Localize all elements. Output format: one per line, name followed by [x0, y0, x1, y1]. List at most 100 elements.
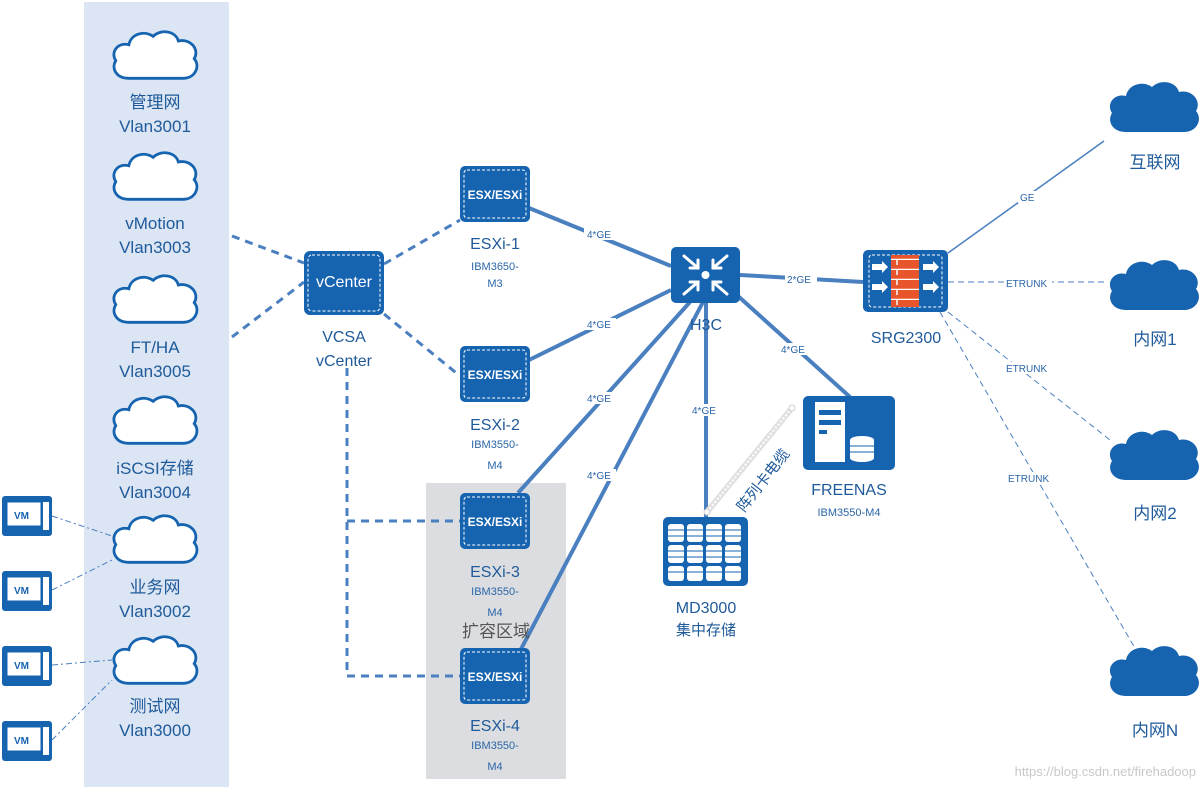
- storage-array-icon: [663, 517, 748, 586]
- vlan-item: vMotion Vlan3003: [112, 151, 199, 257]
- vm-icon: VM: [2, 571, 52, 611]
- vlan-item: 管理网 Vlan3001: [112, 30, 199, 136]
- vlan-name: 测试网: [130, 697, 181, 716]
- esxi-name: ESXi-3: [470, 564, 520, 581]
- link-vcenter-esxi1: [383, 218, 461, 266]
- link-labels: 4*GE 4*GE 4*GE 4*GE 2*GE 4*GE 4*GE GE ET…: [584, 191, 1054, 485]
- freenas-node: FREENAS IBM3550-M4: [803, 396, 895, 519]
- esxi-model-2: M4: [487, 460, 502, 472]
- esxi-model-2: M4: [487, 761, 502, 773]
- link-fw-lan2: [947, 311, 1111, 441]
- esxi-icon-label: ESX/ESXi: [468, 368, 523, 382]
- esxi-model-1: IBM3550-: [471, 740, 519, 752]
- external-network-lan1: 内网1: [1109, 260, 1199, 349]
- array-cable-label: 阵列卡电缆: [734, 446, 794, 516]
- esxi-model-2: M4: [487, 607, 502, 619]
- vlan-list: 管理网 Vlan3001 vMotion Vlan3003 FT/HA Vlan…: [112, 30, 199, 740]
- vcenter-label-2: vCenter: [316, 353, 373, 370]
- link-label-esxi4: 4*GE: [587, 471, 611, 482]
- esxi-node-2: ESX/ESXi ESXi-2 IBM3550- M4: [460, 346, 530, 472]
- esxi-model-1: IBM3550-: [471, 439, 519, 451]
- vlan-name: FT/HA: [130, 338, 180, 357]
- vlan-item: iSCSI存储 Vlan3004: [112, 395, 199, 502]
- vm-list: VM VM VM VM: [2, 496, 52, 761]
- esxi-server-icon: [460, 346, 530, 402]
- link-vlan-vcenter-2: [231, 280, 305, 339]
- link-label-fw-lann: ETRUNK: [1008, 474, 1049, 485]
- cloud-filled-icon: [1109, 82, 1199, 132]
- link-vm1-vlan: [51, 515, 113, 537]
- link-vlan-vcenter-1: [231, 234, 305, 265]
- vm-icon: VM: [2, 721, 52, 761]
- vcenter-icon-label: vCenter: [316, 274, 373, 291]
- link-label-fw-lan1: ETRUNK: [1006, 279, 1047, 290]
- esxi-name: ESXi-1: [470, 236, 520, 253]
- link-vm3-vlan: [51, 659, 113, 666]
- vlan-item: 测试网 Vlan3000: [112, 635, 199, 740]
- esxi-server-icon: [460, 166, 530, 222]
- vcenter-node: vCenter VCSA vCenter: [304, 251, 384, 370]
- array-cable: 阵列卡电缆: [703, 404, 796, 516]
- esxi-server-icon: [460, 648, 530, 704]
- vlan-id: Vlan3002: [119, 602, 191, 621]
- firewall-label: SRG2300: [871, 330, 941, 347]
- vlan-id: Vlan3003: [119, 238, 191, 257]
- vm-label: VM: [14, 661, 29, 672]
- watermark: https://blog.csdn.net/firehadoop: [1015, 764, 1196, 779]
- storage-label: MD3000: [676, 600, 737, 617]
- vm-label: VM: [14, 736, 29, 747]
- vlan-name: iSCSI存储: [116, 459, 193, 478]
- external-network-label: 互联网: [1130, 153, 1181, 172]
- esxi-node-3: ESX/ESXi ESXi-3 IBM3550- M4: [460, 493, 530, 619]
- vlan-name: 业务网: [130, 578, 181, 597]
- esxi-icon-label: ESX/ESXi: [468, 188, 523, 202]
- link-vcenter-esxi3-4: [345, 368, 460, 678]
- nas-server-icon: [803, 396, 895, 470]
- esxi-name: ESXi-2: [470, 417, 520, 434]
- cloud-filled-icon: [1109, 430, 1199, 480]
- external-network-label: 内网N: [1132, 721, 1178, 740]
- vlan-item: FT/HA Vlan3005: [112, 274, 199, 381]
- external-network-internet: 互联网: [1109, 82, 1199, 172]
- link-label-esxi2: 4*GE: [587, 320, 611, 331]
- esxi-node-1: ESX/ESXi ESXi-1 IBM3650- M3: [460, 166, 530, 290]
- vm-icon: VM: [2, 496, 52, 536]
- link-vcenter-esxi2: [383, 312, 461, 378]
- switch-icon: [671, 247, 740, 303]
- cloud-filled-icon: [1109, 260, 1199, 310]
- vm-label: VM: [14, 586, 29, 597]
- esxi-server-icon: [460, 493, 530, 549]
- link-vm4-vlan: [51, 679, 113, 741]
- link-label-switch-firewall: 2*GE: [787, 275, 811, 286]
- esxi-icon-label: ESX/ESXi: [468, 515, 523, 529]
- esxi-node-4: ESX/ESXi ESXi-4 IBM3550- M4: [460, 648, 530, 773]
- storage-subtitle: 集中存储: [676, 622, 736, 639]
- vlan-id: Vlan3004: [119, 483, 191, 502]
- storage-node: MD3000 集中存储: [663, 517, 748, 639]
- external-network-label: 内网1: [1133, 330, 1176, 349]
- esxi-model-1: IBM3550-: [471, 586, 519, 598]
- cloud-filled-icon: [1109, 646, 1199, 696]
- switch-label: H3C: [690, 317, 722, 334]
- vcenter-icon: [304, 251, 384, 315]
- vlan-id: Vlan3005: [119, 362, 191, 381]
- external-network-lann: 内网N: [1109, 646, 1199, 740]
- freenas-model: IBM3550-M4: [818, 507, 881, 519]
- esxi-model-2: M3: [487, 278, 502, 290]
- firewall-node: SRG2300: [863, 250, 948, 347]
- switch-node: H3C: [671, 247, 740, 334]
- external-network-lan2: 内网2: [1109, 430, 1199, 523]
- link-vm2-vlan: [51, 559, 113, 591]
- vm-icon: VM: [2, 646, 52, 686]
- link-label-switch-freenas: 4*GE: [781, 345, 805, 356]
- esxi-icon-label: ESX/ESXi: [468, 670, 523, 684]
- vlan-id: Vlan3000: [119, 721, 191, 740]
- vlan-item: 业务网 Vlan3002: [112, 514, 199, 621]
- vlan-name: vMotion: [125, 214, 185, 233]
- freenas-label: FREENAS: [811, 482, 887, 499]
- expansion-area-label: 扩容区域: [462, 622, 530, 641]
- firewall-icon: [863, 250, 948, 312]
- esxi-model-1: IBM3650-: [471, 261, 519, 273]
